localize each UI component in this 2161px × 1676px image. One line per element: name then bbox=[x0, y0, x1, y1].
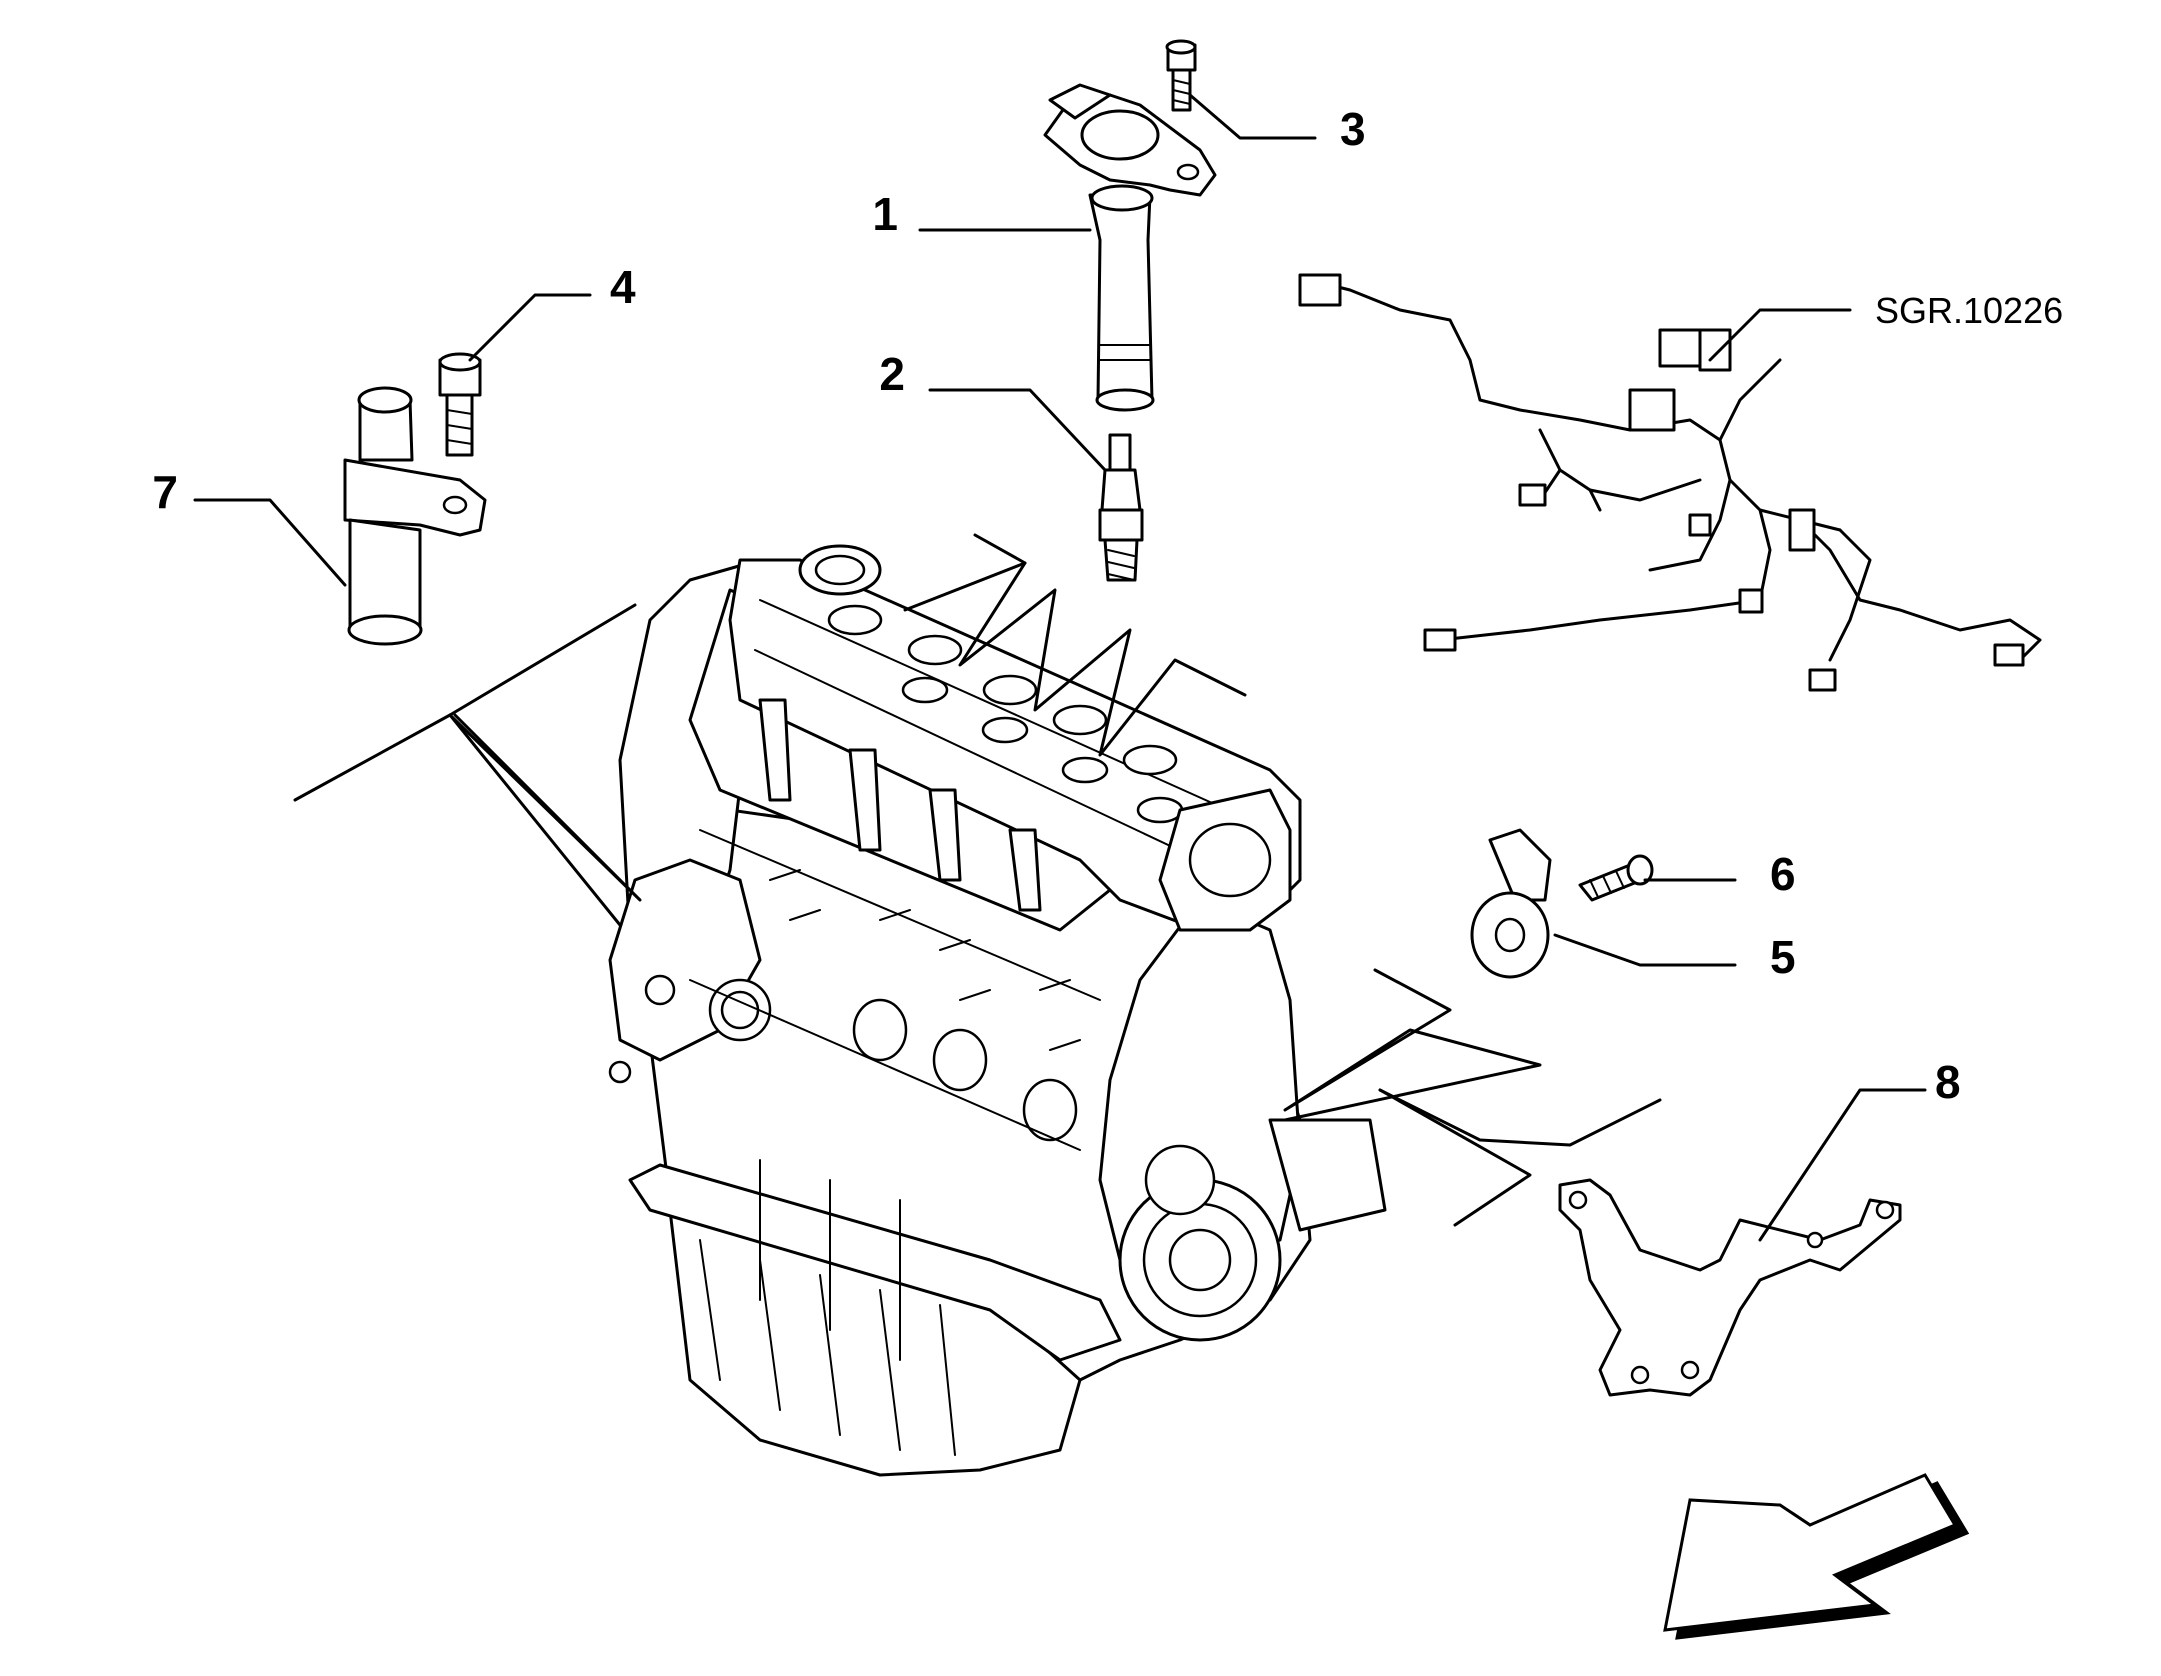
callout-4: 4 bbox=[610, 261, 636, 313]
callout-8: 8 bbox=[1935, 1056, 1961, 1108]
bracket bbox=[1558, 1178, 1902, 1397]
callout-2: 2 bbox=[879, 348, 905, 400]
callout-6: 6 bbox=[1770, 848, 1796, 900]
engine-block bbox=[608, 544, 1387, 1477]
callout-labels: 1 2 3 4 5 6 7 8 SGR.10226 bbox=[152, 103, 2063, 1108]
knock-sensor-bolt bbox=[1578, 854, 1654, 902]
knock-sensor bbox=[1470, 828, 1552, 979]
reference-code-label: SGR.10226 bbox=[1875, 290, 2063, 331]
coil-bolt bbox=[1165, 39, 1197, 112]
front-direction-arrow-icon bbox=[1663, 1473, 1970, 1640]
wiring-harness bbox=[1298, 273, 2042, 692]
sensor-bolt bbox=[438, 352, 482, 457]
callout-3: 3 bbox=[1340, 103, 1366, 155]
callout-5: 5 bbox=[1770, 931, 1796, 983]
callout-7: 7 bbox=[152, 466, 178, 518]
ignition-coil bbox=[1043, 83, 1217, 412]
leader-lines bbox=[193, 93, 1927, 1242]
crankshaft-sensor bbox=[343, 386, 487, 646]
callout-1: 1 bbox=[872, 188, 898, 240]
spark-plug bbox=[1098, 433, 1144, 582]
